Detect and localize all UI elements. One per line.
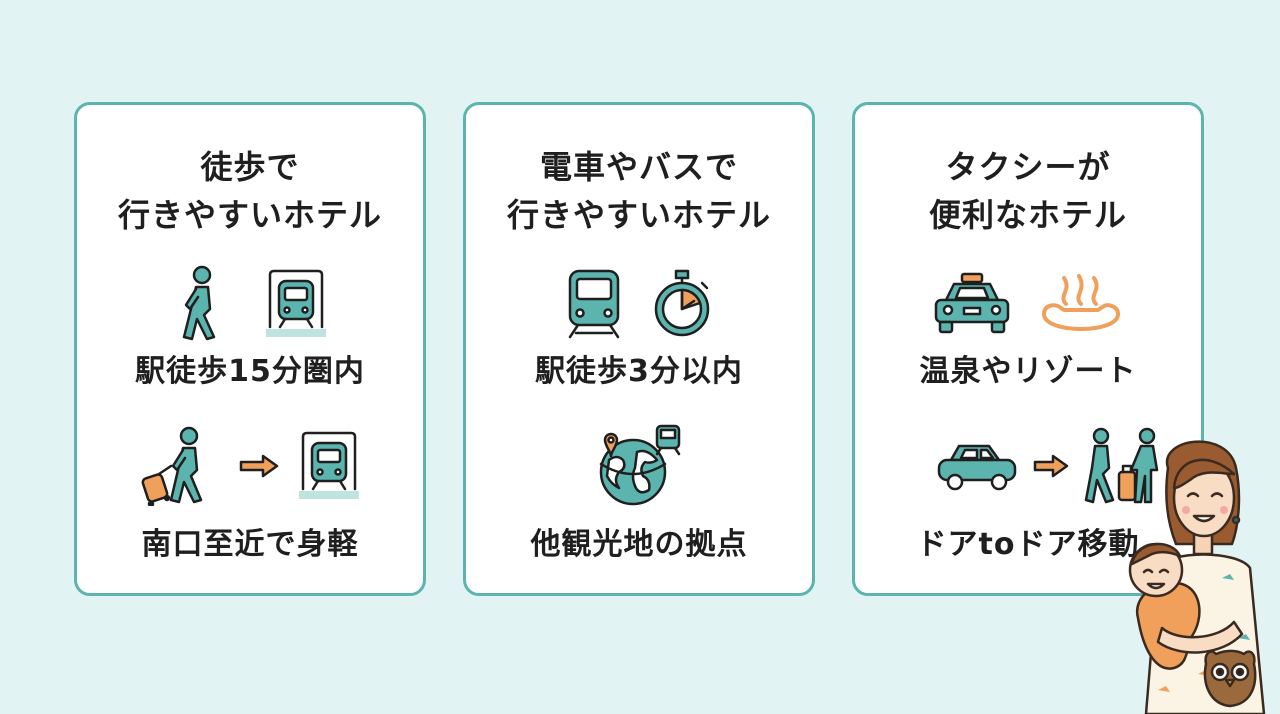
feature-label: 駅徒歩3分以内 xyxy=(535,354,743,389)
walking-person-icon xyxy=(174,265,224,343)
train-platform-icon xyxy=(266,269,326,339)
card-title: 徒歩で 行きやすいホテル xyxy=(117,148,382,234)
car-icon xyxy=(935,440,1019,492)
arrow-right-icon xyxy=(1033,454,1069,478)
feature-label: ドアtoドア移動 xyxy=(916,527,1140,562)
person-with-suitcase-icon xyxy=(141,426,219,506)
card-taxi: タクシーが 便利なホテル 温泉やリゾート xyxy=(852,102,1204,596)
taxi-icon xyxy=(932,272,1012,336)
feature-icons xyxy=(466,424,812,508)
card-title: 電車やバスで 行きやすいホテル xyxy=(506,148,771,234)
train-platform-icon xyxy=(299,431,359,501)
feature-label: 温泉やリゾート xyxy=(919,354,1137,389)
card-title: タクシーが 便利なホテル xyxy=(928,148,1127,234)
feature-label: 他観光地の拠点 xyxy=(530,527,748,562)
card-walking: 徒歩で 行きやすいホテル 駅徒歩15分圏内 xyxy=(74,102,426,596)
feature-icons xyxy=(466,265,812,343)
feature-label: 駅徒歩15分圏内 xyxy=(135,354,365,389)
feature-label: 南口至近で身軽 xyxy=(141,527,359,562)
feature-icons xyxy=(77,426,423,506)
travelers-icon xyxy=(1083,426,1169,506)
mother-with-baby-illustration xyxy=(1118,428,1268,714)
feature-icons xyxy=(855,265,1201,343)
stopwatch-icon xyxy=(652,269,712,339)
feature-icons xyxy=(77,265,423,343)
globe-location-icon xyxy=(591,424,687,508)
card-train-bus: 電車やバスで 行きやすいホテル 駅徒歩3分以内 xyxy=(463,102,815,596)
train-icon xyxy=(566,269,622,339)
hot-spring-icon xyxy=(1038,272,1124,336)
arrow-right-icon xyxy=(239,454,279,478)
feature-icons xyxy=(855,427,1201,505)
